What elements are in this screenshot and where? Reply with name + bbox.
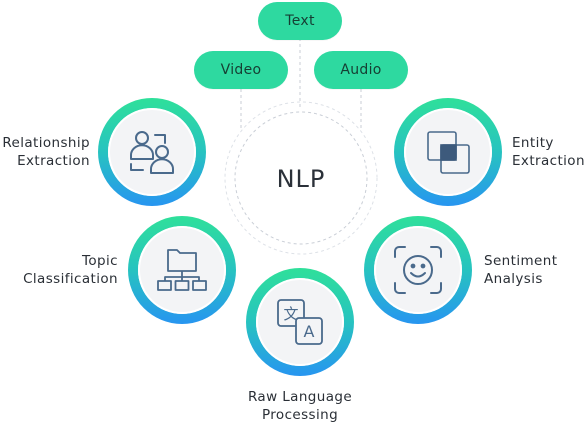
audio-pill-label: Audio (340, 62, 382, 78)
topic-classification-node (128, 216, 236, 324)
text-pill: Text (258, 2, 342, 40)
svg-text:A: A (304, 322, 315, 341)
translate-icon: 文 A (277, 299, 323, 345)
smiley-scan-icon (394, 246, 442, 294)
entity-extraction-label: Entity Extraction (512, 135, 585, 169)
topic-classification-label: Topic Classification (23, 253, 118, 287)
video-pill: Video (194, 51, 288, 89)
video-pill-label: Video (220, 62, 262, 78)
nlp-center-label: NLP (276, 165, 326, 193)
sentiment-analysis-node (364, 216, 472, 324)
folder-tree-icon (157, 249, 207, 291)
sentiment-analysis-label: Sentiment Analysis (484, 253, 558, 287)
entity-extraction-node (394, 98, 502, 206)
text-pill-label: Text (285, 13, 315, 29)
relationship-extraction-label: Relationship Extraction (2, 135, 90, 169)
users-icon (130, 131, 174, 174)
raw-language-processing-label: Raw Language Processing (247, 389, 353, 423)
overlap-squares-icon (427, 131, 470, 174)
nlp-center: NLP (236, 114, 366, 244)
audio-pill: Audio (314, 51, 408, 89)
raw-language-processing-node: 文 A (246, 268, 354, 376)
relationship-extraction-node (98, 98, 206, 206)
svg-text:文: 文 (283, 305, 298, 323)
